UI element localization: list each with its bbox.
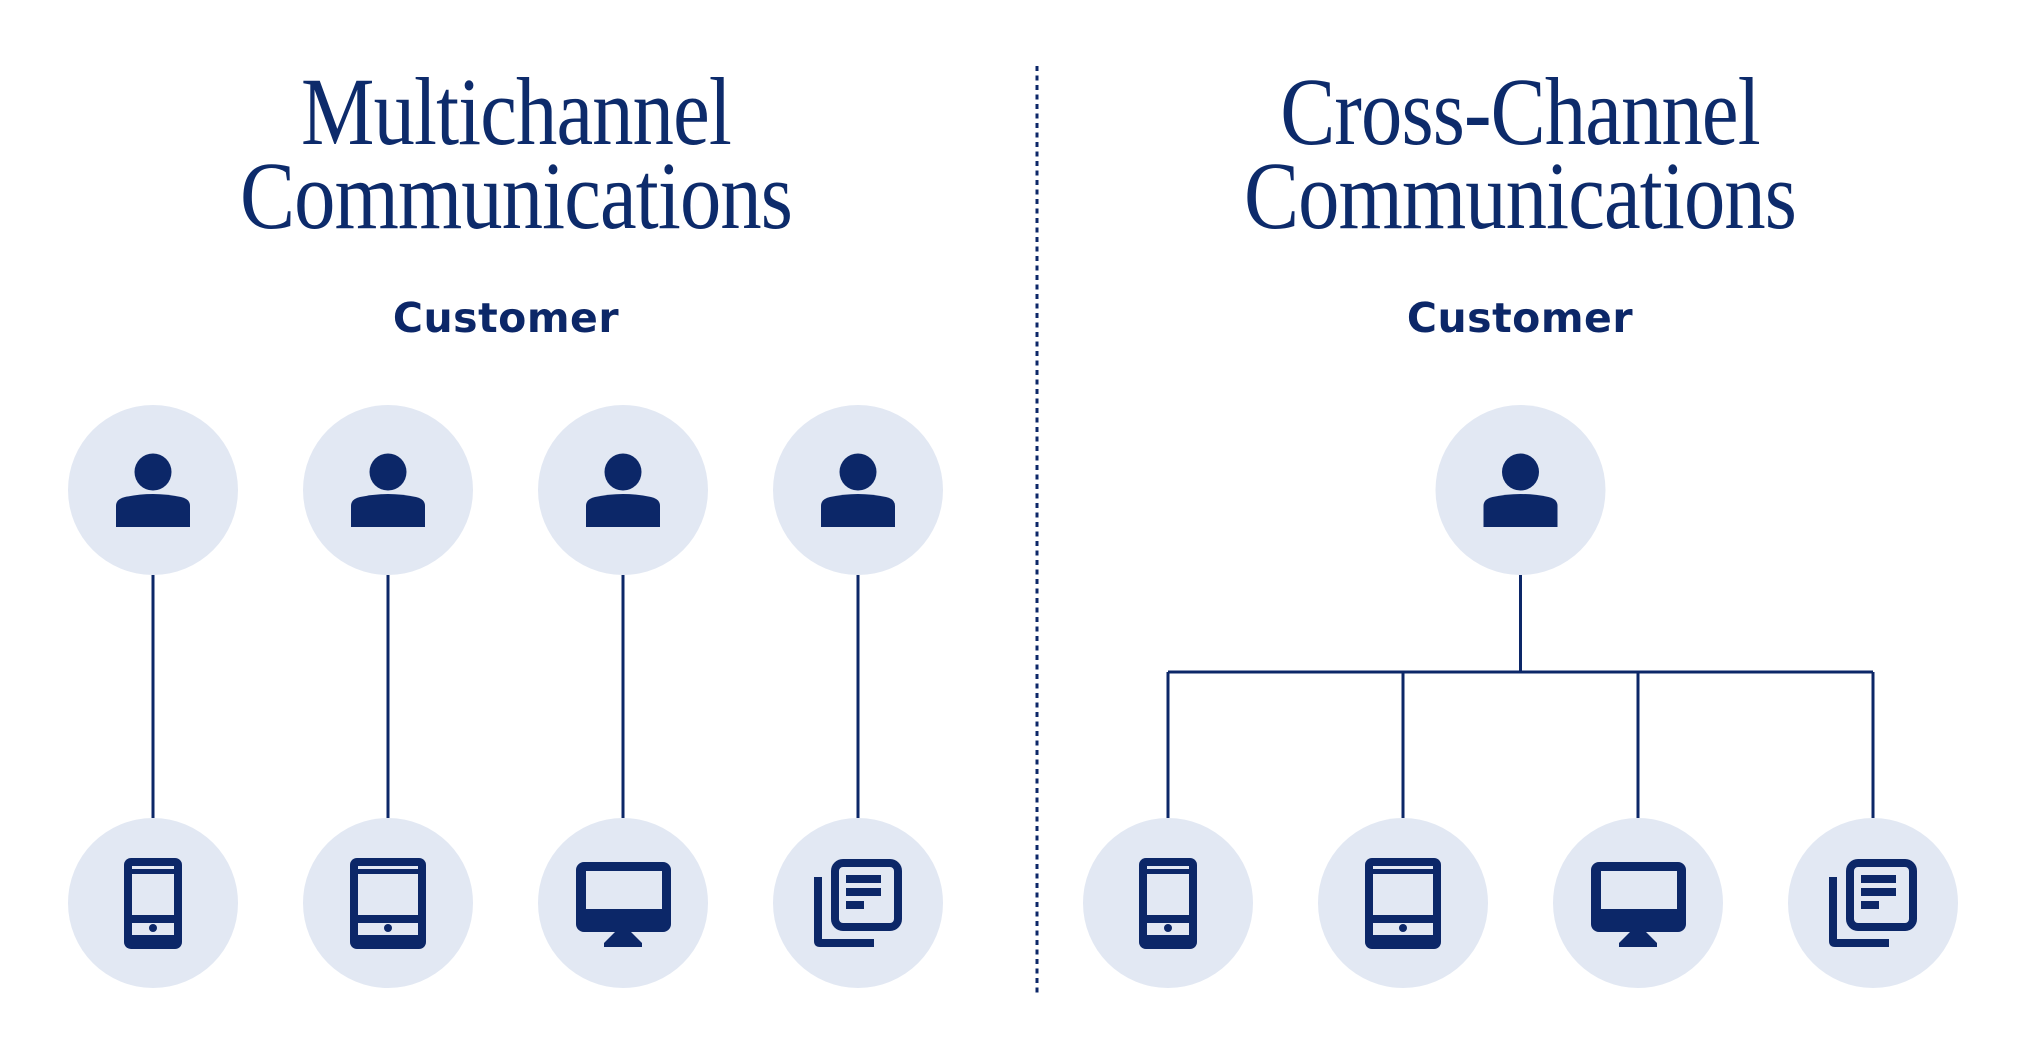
- multichannel-title-line1: Multichannel: [301, 58, 732, 165]
- cross-channel-title-line2: Communications: [1243, 142, 1797, 249]
- multichannel-channel-node: [303, 818, 473, 988]
- connectors: [151, 575, 1875, 818]
- multichannel-channel-node: [68, 818, 238, 988]
- desktop-monitor-icon: [1591, 862, 1686, 947]
- cross-channel-customer-label: Customer: [1406, 294, 1634, 342]
- smartphone-icon: [1139, 858, 1197, 949]
- multichannel-title-line2: Communications: [239, 142, 793, 249]
- cross-channel-customer-node: [1435, 405, 1606, 575]
- cross-channel-channel-node: [1318, 818, 1488, 988]
- smartphone-icon: [124, 858, 182, 949]
- multichannel-customer-node: [303, 405, 473, 575]
- multichannel-customer-node: [68, 405, 238, 575]
- documents-icon: [814, 859, 902, 947]
- multichannel-title: Multichannel Communications: [172, 58, 860, 249]
- cross-channel-channel-node: [1553, 818, 1723, 988]
- nodes: [68, 405, 1958, 988]
- cross-channel-channel-node: [1788, 818, 1958, 988]
- desktop-monitor-icon: [576, 862, 671, 947]
- person-icon: [116, 453, 190, 527]
- multichannel-customer-node: [773, 405, 943, 575]
- person-icon: [821, 453, 895, 527]
- cross-channel-channel-node: [1083, 818, 1253, 988]
- multichannel-customer-label: Customer: [392, 294, 620, 342]
- multichannel-channel-node: [773, 818, 943, 988]
- tablet-icon: [1365, 858, 1441, 949]
- cross-channel-title: Cross-Channel Communications: [1176, 58, 1864, 249]
- person-icon: [351, 453, 425, 527]
- multichannel-customer-node: [538, 405, 708, 575]
- person-icon: [1483, 453, 1558, 527]
- cross-channel-title-line1: Cross-Channel: [1280, 58, 1760, 165]
- multichannel-channel-node: [538, 818, 708, 988]
- tablet-icon: [350, 858, 426, 949]
- documents-icon: [1829, 859, 1917, 947]
- person-icon: [586, 453, 660, 527]
